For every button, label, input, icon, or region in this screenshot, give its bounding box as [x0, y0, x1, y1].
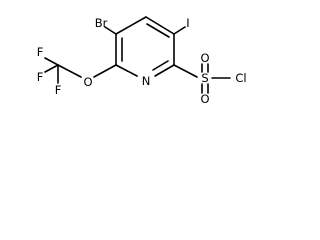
bond-c4-c5: [145, 16, 175, 35]
atom-labels: Br I N O F F F S O O Cl: [37, 16, 247, 106]
bond-c5-i: [173, 26, 186, 35]
bond-c2-o: [93, 64, 117, 78]
atom-f1: F: [37, 45, 44, 59]
bond-c3-c4: [115, 16, 147, 35]
bond-c6-s: [173, 64, 198, 78]
bond-c6-n-inner: [152, 60, 169, 71]
bond-c6-n: [154, 64, 175, 77]
bond-c4-c5-inner: [146, 23, 170, 38]
atom-o-sulfonyl-bottom: O: [200, 92, 209, 106]
atom-n: N: [142, 74, 151, 88]
bond-cf3-f1: [44, 57, 59, 66]
bonds: [44, 16, 231, 94]
atom-f2: F: [37, 70, 44, 84]
bond-c3-br: [104, 26, 117, 35]
atom-i: I: [186, 16, 189, 30]
structure-diagram: Br I N O F F F S O O Cl: [37, 16, 247, 106]
atom-cl: Cl: [235, 71, 246, 85]
atom-o-ether: O: [83, 75, 92, 89]
atom-o-sulfonyl-top: O: [200, 51, 209, 65]
atom-br: Br: [95, 16, 108, 30]
bond-o-cf3: [57, 64, 82, 78]
bond-n-c2: [115, 64, 138, 77]
atom-s: S: [201, 71, 208, 85]
atom-f3: F: [55, 83, 62, 97]
bond-cf3-f2: [44, 64, 59, 73]
